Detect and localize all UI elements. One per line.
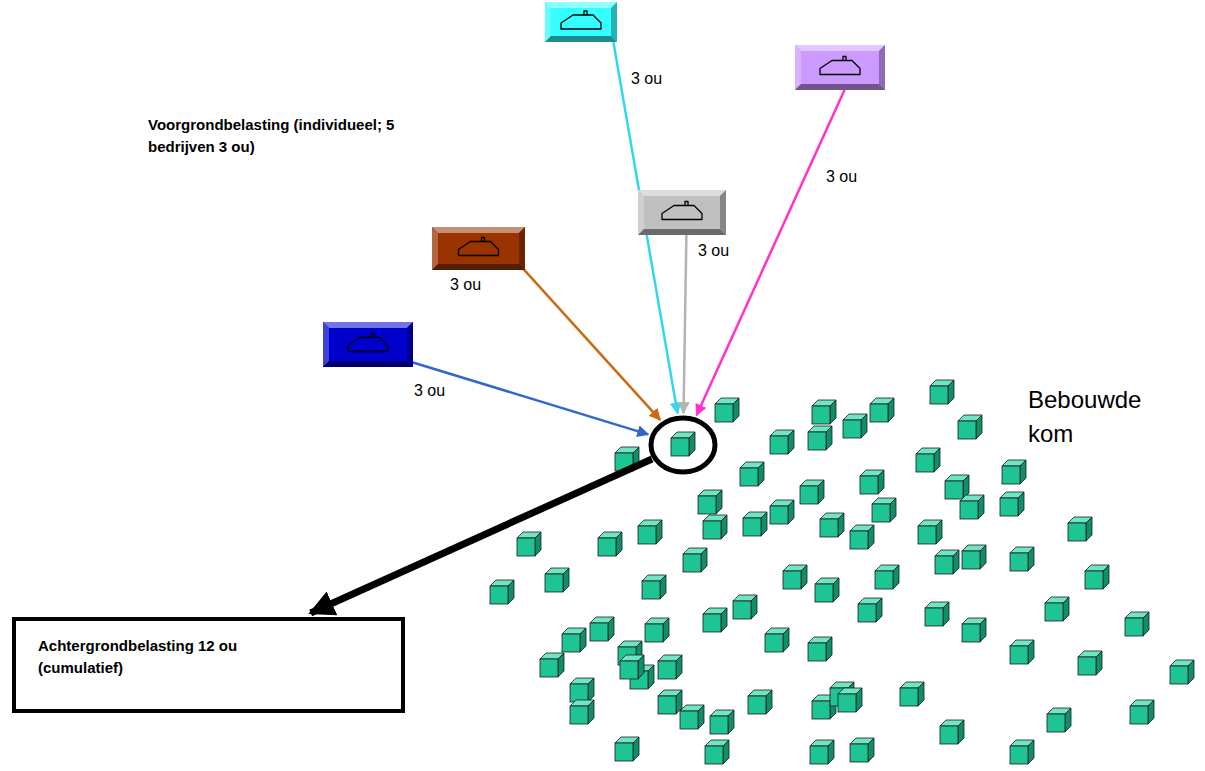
house-cube — [1170, 660, 1194, 684]
house-cube — [1010, 740, 1034, 764]
house-cube — [810, 740, 834, 764]
house-cube — [815, 578, 839, 602]
house-cube — [820, 513, 844, 537]
house-cube — [1045, 597, 1069, 621]
house-cube — [680, 705, 704, 729]
house-cube — [562, 628, 586, 652]
house-cube — [850, 738, 874, 762]
house-cube — [770, 500, 794, 524]
load-value: 3 ou — [414, 382, 445, 400]
house-cube — [545, 568, 569, 592]
house-cube — [740, 462, 764, 486]
house-cube — [598, 532, 622, 556]
house-cube — [1010, 640, 1034, 664]
house-cube — [642, 575, 666, 599]
farm-icon — [795, 45, 885, 90]
house-cube — [1125, 612, 1149, 636]
house-cube — [590, 617, 614, 641]
house-cube — [1068, 517, 1092, 541]
house-cube — [808, 426, 832, 450]
house-cube — [765, 628, 789, 652]
house-cube — [733, 595, 757, 619]
house-cube — [683, 548, 707, 572]
load-value: 3 ou — [450, 276, 481, 294]
house-cube — [658, 690, 682, 714]
house-cube — [715, 398, 739, 422]
house-cube — [962, 545, 986, 569]
house-cube — [916, 448, 940, 472]
load-value: 3 ou — [631, 70, 662, 88]
farm-building: 3 ou — [795, 45, 885, 90]
house-cube — [540, 653, 564, 677]
farm-icon — [638, 190, 726, 235]
house-cube — [843, 414, 867, 438]
house-cube — [698, 490, 722, 514]
house-cube — [620, 655, 644, 679]
house-cube — [872, 498, 896, 522]
receptor-house — [648, 415, 718, 475]
farm-icon — [545, 2, 617, 42]
house-cube — [705, 740, 729, 764]
house-cube — [517, 532, 541, 556]
house-cube — [490, 580, 514, 604]
house-cube — [783, 565, 807, 589]
house-cube — [710, 710, 734, 734]
house-cube — [875, 565, 899, 589]
background-load-text: Achtergrondbelasting 12 ou (cumulatief) — [38, 635, 288, 679]
farm-building: 3 ou — [323, 322, 413, 367]
load-arrow — [520, 266, 660, 420]
foreground-heading: Voorgrondbelasting (individueel; 5 bedri… — [148, 114, 403, 158]
house-cube — [812, 400, 836, 424]
house-cube — [703, 515, 727, 539]
house-cube — [850, 525, 874, 549]
farm-building: 3 ou — [432, 227, 525, 270]
house-cube — [870, 398, 894, 422]
house-cube — [900, 682, 924, 706]
house-cube — [940, 720, 964, 744]
load-value: 3 ou — [698, 242, 729, 260]
house-cube — [860, 470, 884, 494]
house-cube — [930, 380, 954, 404]
house-cube — [808, 637, 832, 661]
house-cube — [1130, 700, 1154, 724]
farm-icon — [323, 322, 413, 367]
house-cube — [1010, 547, 1034, 571]
area-label: Bebouwde kom — [1028, 383, 1168, 451]
house-cube — [770, 430, 794, 454]
house-cube — [743, 512, 767, 536]
house-cube — [638, 520, 662, 544]
house-cube — [918, 520, 942, 544]
load-arrow — [697, 90, 845, 415]
house-cube — [838, 688, 862, 712]
house-cube — [645, 618, 669, 642]
farm-building: 3 ou — [545, 2, 617, 42]
farm-building: 3 ou — [638, 190, 726, 235]
load-arrow — [684, 235, 687, 413]
load-arrow — [413, 363, 648, 435]
farm-icon — [432, 227, 525, 270]
background-load-box: Achtergrondbelasting 12 ou (cumulatief) — [12, 617, 405, 713]
receptor-circle — [648, 415, 718, 475]
house-cube — [570, 678, 594, 702]
house-cube — [703, 608, 727, 632]
house-cube — [615, 737, 639, 761]
house-cube — [800, 480, 824, 504]
house-cube — [1078, 651, 1102, 675]
house-cube — [1085, 565, 1109, 589]
house-cube — [935, 550, 959, 574]
house-cube — [925, 602, 949, 626]
house-cube — [1047, 708, 1071, 732]
house-cube — [658, 655, 682, 679]
house-cube — [858, 598, 882, 622]
house-cube — [962, 618, 986, 642]
house-cube — [960, 495, 984, 519]
house-cube — [748, 690, 772, 714]
house-cube — [958, 415, 982, 439]
house-cube — [570, 700, 594, 724]
house-cube — [1002, 460, 1026, 484]
load-arrow — [311, 459, 652, 613]
load-value: 3 ou — [826, 168, 857, 186]
house-cube — [1000, 492, 1024, 516]
